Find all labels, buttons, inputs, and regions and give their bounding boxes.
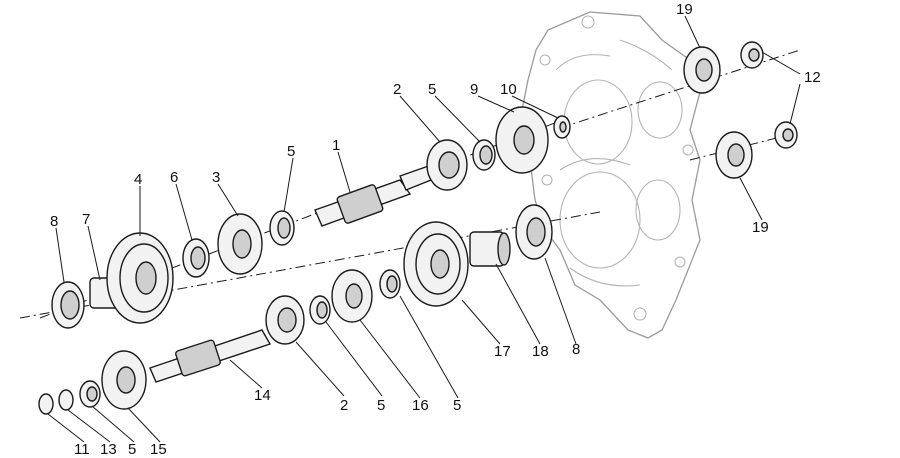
callout-1: 1 bbox=[332, 137, 340, 154]
callout-19-bottom: 19 bbox=[752, 219, 769, 236]
lower-shaft-axis bbox=[19, 211, 601, 319]
callout-8-right: 8 bbox=[572, 341, 580, 358]
callout-9: 9 bbox=[470, 81, 478, 98]
callout-10: 10 bbox=[500, 81, 517, 98]
callout-18: 18 bbox=[532, 343, 549, 360]
bearing-19-top bbox=[683, 46, 721, 94]
gearbox-housing bbox=[519, 11, 701, 339]
callout-2-upper: 2 bbox=[393, 81, 401, 98]
callout-13: 13 bbox=[100, 441, 117, 458]
flange-8-left bbox=[51, 281, 85, 329]
callout-5-upper-right: 5 bbox=[428, 81, 436, 98]
needle-bearing-5-lower-left bbox=[79, 380, 101, 408]
callout-5-lower-right: 5 bbox=[453, 397, 461, 414]
gear-17 bbox=[403, 221, 469, 307]
callout-11: 11 bbox=[74, 441, 90, 458]
callout-8-left: 8 bbox=[50, 213, 58, 230]
bearing-19-bottom bbox=[715, 131, 753, 179]
flange-2-upper bbox=[426, 139, 468, 191]
hub-18 bbox=[469, 231, 511, 267]
gear-15 bbox=[101, 350, 147, 410]
callout-5-lower: 5 bbox=[377, 397, 385, 414]
needle-bearing-5-lower bbox=[309, 295, 331, 325]
needle-bearing-6 bbox=[182, 238, 210, 278]
callout-5-upper: 5 bbox=[287, 143, 295, 160]
lower-shaft-14 bbox=[149, 329, 272, 383]
callout-2-lower: 2 bbox=[340, 397, 348, 414]
flange-2-lower bbox=[265, 295, 305, 345]
circlip-11 bbox=[38, 393, 54, 415]
gear-16 bbox=[331, 269, 373, 323]
callout-14: 14 bbox=[254, 387, 271, 404]
leader-lines bbox=[47, 15, 801, 443]
callout-16: 16 bbox=[412, 397, 429, 414]
callout-15: 15 bbox=[150, 441, 167, 458]
callout-17: 17 bbox=[494, 343, 511, 360]
needle-bearing-5-upper-right bbox=[472, 139, 496, 171]
callout-6: 6 bbox=[170, 169, 178, 186]
needle-bearing-5-upper bbox=[269, 210, 295, 246]
washer-13 bbox=[58, 389, 74, 411]
gear-3 bbox=[217, 213, 263, 275]
callout-12: 12 bbox=[804, 69, 821, 86]
flange-8-right bbox=[515, 204, 553, 260]
callout-labels: 19 12 2 5 9 10 1 5 4 6 3 8 7 19 17 18 8 … bbox=[50, 1, 821, 458]
callout-7: 7 bbox=[82, 211, 90, 228]
main-shaft-1 bbox=[314, 161, 447, 227]
needle-bearing-5-lower-right bbox=[379, 269, 401, 299]
callout-4: 4 bbox=[134, 171, 142, 188]
cap-12-top bbox=[740, 41, 764, 69]
cap-12-bottom bbox=[774, 121, 798, 149]
callout-5-lower-left: 5 bbox=[128, 441, 136, 458]
gear-4 bbox=[106, 232, 174, 324]
washer-10 bbox=[553, 115, 571, 139]
callout-3: 3 bbox=[212, 169, 220, 186]
bearing-axis-top bbox=[559, 49, 801, 129]
gear-9 bbox=[495, 106, 549, 174]
callout-19-top: 19 bbox=[676, 1, 693, 18]
